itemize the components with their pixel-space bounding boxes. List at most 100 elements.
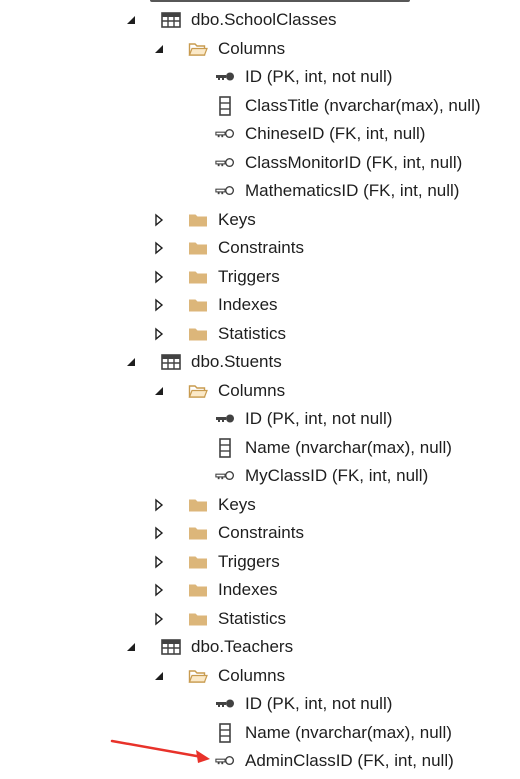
foreign-key-icon	[215, 125, 235, 143]
column-node[interactable]: ClassMonitorID (FK, int, null)	[0, 149, 520, 177]
column-label: ChineseID (FK, int, null)	[245, 124, 426, 143]
column-label: ID (PK, int, not null)	[245, 409, 393, 428]
column-label: AdminClassID (FK, int, null)	[245, 751, 454, 770]
collapsed-arrow-icon[interactable]	[152, 526, 166, 540]
columns-folder-node[interactable]: Columns	[0, 35, 520, 63]
table-node[interactable]: dbo.Stuents	[0, 348, 520, 376]
column-node[interactable]: ClassTitle (nvarchar(max), null)	[0, 92, 520, 120]
table-name: dbo.SchoolClasses	[191, 10, 337, 29]
folder-node-statistics[interactable]: Statistics	[0, 605, 520, 633]
folder-icon	[188, 296, 208, 314]
table-icon	[161, 638, 181, 656]
foreign-key-icon	[215, 467, 235, 485]
column-icon	[215, 722, 235, 743]
expanded-arrow-icon[interactable]	[124, 13, 138, 27]
column-node[interactable]: Name (nvarchar(max), null)	[0, 719, 520, 747]
column-label: MathematicsID (FK, int, null)	[245, 181, 460, 200]
folder-icon	[188, 325, 208, 343]
clipped-row-above	[150, 0, 410, 2]
folder-open-icon	[188, 382, 208, 400]
folder-label: Constraints	[218, 523, 304, 542]
primary-key-icon	[215, 695, 235, 713]
columns-folder-node[interactable]: Columns	[0, 377, 520, 405]
expanded-arrow-icon[interactable]	[152, 384, 166, 398]
column-label: ClassMonitorID (FK, int, null)	[245, 152, 463, 172]
expanded-arrow-icon[interactable]	[152, 42, 166, 56]
primary-key-icon	[215, 410, 235, 428]
column-icon	[215, 95, 235, 116]
folder-icon	[188, 239, 208, 257]
folder-label: Columns	[218, 380, 286, 400]
expanded-arrow-icon[interactable]	[124, 640, 138, 654]
folder-node-indexes[interactable]: Indexes	[0, 291, 520, 319]
foreign-key-icon	[215, 154, 235, 172]
folder-node-indexes[interactable]: Indexes	[0, 576, 520, 604]
collapsed-arrow-icon[interactable]	[152, 241, 166, 255]
table-node[interactable]: dbo.Teachers	[0, 633, 520, 661]
folder-icon	[188, 524, 208, 542]
columns-folder-node[interactable]: Columns	[0, 662, 520, 690]
primary-key-icon	[215, 68, 235, 86]
column-label: MyClassID (FK, int, null)	[245, 466, 429, 485]
folder-icon	[188, 211, 208, 229]
expanded-arrow-icon[interactable]	[124, 355, 138, 369]
column-label: Name (nvarchar(max), null)	[245, 437, 452, 457]
folder-node-constraints[interactable]: Constraints	[0, 234, 520, 262]
folder-label: Statistics	[218, 323, 287, 343]
folder-label: Constraints	[218, 238, 304, 257]
collapsed-arrow-icon[interactable]	[152, 612, 166, 626]
folder-label: Columns	[218, 38, 286, 58]
folder-node-triggers[interactable]: Triggers	[0, 548, 520, 576]
folder-icon	[188, 268, 208, 286]
table-node[interactable]: dbo.SchoolClasses	[0, 6, 520, 34]
folder-node-keys[interactable]: Keys	[0, 206, 520, 234]
collapsed-arrow-icon[interactable]	[152, 213, 166, 227]
column-label: ClassTitle (nvarchar(max), null)	[245, 95, 481, 115]
collapsed-arrow-icon[interactable]	[152, 555, 166, 569]
table-name: dbo.Stuents	[191, 352, 282, 371]
column-node[interactable]: MyClassID (FK, int, null)	[0, 462, 520, 490]
folder-label: Keys	[218, 209, 256, 229]
column-label: Name (nvarchar(max), null)	[245, 722, 452, 742]
folder-label: Indexes	[218, 580, 278, 599]
column-node[interactable]: MathematicsID (FK, int, null)	[0, 177, 520, 205]
collapsed-arrow-icon[interactable]	[152, 498, 166, 512]
annotation-arrow	[110, 739, 210, 763]
column-node[interactable]: ID (PK, int, not null)	[0, 63, 520, 91]
column-node[interactable]: ID (PK, int, not null)	[0, 405, 520, 433]
folder-label: Indexes	[218, 295, 278, 314]
folder-icon	[188, 610, 208, 628]
folder-open-icon	[188, 40, 208, 58]
folder-icon	[188, 581, 208, 599]
column-icon	[215, 437, 235, 458]
table-icon	[161, 11, 181, 29]
folder-open-icon	[188, 667, 208, 685]
column-node[interactable]: ChineseID (FK, int, null)	[0, 120, 520, 148]
folder-label: Triggers	[218, 266, 280, 286]
folder-label: Statistics	[218, 608, 287, 628]
column-label: ID (PK, int, not null)	[245, 694, 393, 713]
folder-icon	[188, 496, 208, 514]
column-node[interactable]: AdminClassID (FK, int, null)	[0, 747, 520, 775]
folder-node-statistics[interactable]: Statistics	[0, 320, 520, 348]
folder-label: Triggers	[218, 551, 280, 571]
collapsed-arrow-icon[interactable]	[152, 298, 166, 312]
table-name: dbo.Teachers	[191, 637, 294, 656]
foreign-key-icon	[215, 752, 235, 770]
column-node[interactable]: ID (PK, int, not null)	[0, 690, 520, 718]
table-icon	[161, 353, 181, 371]
collapsed-arrow-icon[interactable]	[152, 583, 166, 597]
folder-node-triggers[interactable]: Triggers	[0, 263, 520, 291]
collapsed-arrow-icon[interactable]	[152, 270, 166, 284]
column-label: ID (PK, int, not null)	[245, 67, 393, 86]
folder-label: Columns	[218, 665, 286, 685]
folder-label: Keys	[218, 494, 256, 514]
column-node[interactable]: Name (nvarchar(max), null)	[0, 434, 520, 462]
folder-node-keys[interactable]: Keys	[0, 491, 520, 519]
foreign-key-icon	[215, 182, 235, 200]
folder-node-constraints[interactable]: Constraints	[0, 519, 520, 547]
folder-icon	[188, 553, 208, 571]
collapsed-arrow-icon[interactable]	[152, 327, 166, 341]
expanded-arrow-icon[interactable]	[152, 669, 166, 683]
